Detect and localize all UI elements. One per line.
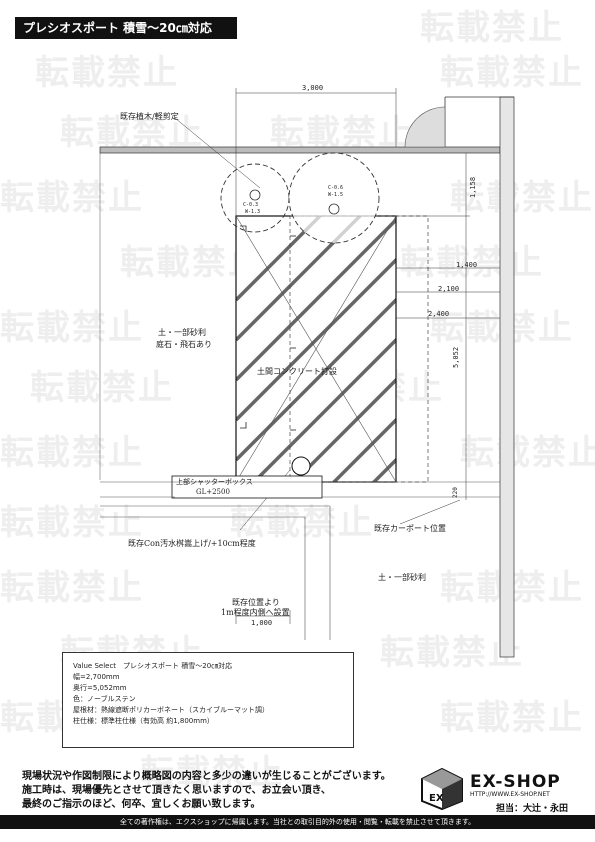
boundary-wall-top — [99, 146, 501, 154]
exshop-url: HTTP://WWW.EX-SHOP.NET — [470, 791, 550, 798]
tree2-size-b: W-1.5 — [328, 192, 344, 198]
dim-220: 220 — [452, 487, 459, 498]
spec-roof: 屋根材：熱線遮断ポリカーボネート（スカイブルーマット調） — [73, 706, 269, 714]
copyright-bar: 全ての著作権は、エクスショップに帰属します。当社との取引目的外の使用・閲覧・転載… — [0, 815, 595, 829]
exshop-cube-icon: EX — [421, 767, 463, 811]
label-gravel-right: 土・一部砂利 — [378, 573, 426, 582]
watermark: 転載禁止 — [0, 503, 144, 543]
watermark: 転載禁止 — [440, 53, 584, 93]
dim-1400: 1,400 — [456, 261, 478, 269]
dim-1158: 1,158 — [469, 176, 477, 198]
watermark: 転載禁止 — [400, 243, 544, 283]
label-gravel-left: 土・一部砂利 — [158, 328, 206, 337]
watermark: 転載禁止 — [0, 178, 144, 218]
watermark: 転載禁止 — [0, 308, 144, 348]
watermark: 転載禁止 — [460, 433, 595, 473]
label-manhole: 既存Con汚水桝嵩上げ/+10cm程度 — [128, 539, 256, 548]
label-existing-carport: 既存カーポート位置 — [374, 524, 446, 533]
footer-note: 現場状況や作図制限により概略図の内容と多少の違いが生じることがございます。 施工… — [22, 770, 391, 812]
label-gl: GL+2500 — [196, 488, 230, 496]
spec-color: 色：ノーブルステン — [73, 695, 136, 703]
watermark: 転載禁止 — [450, 178, 594, 218]
spec-post: 柱仕様：標準柱仕様（有効高 約1,800mm） — [73, 717, 214, 725]
svg-text:EX: EX — [429, 793, 444, 804]
watermark: 転載禁止 — [230, 503, 374, 543]
manhole — [291, 456, 311, 476]
exshop-logo: EX-SHOP — [470, 772, 561, 792]
watermark: 転載禁止 — [0, 433, 144, 473]
spec-box: Value Select プレシオスポート 積雪～20㎝対応 幅=2,700mm… — [62, 652, 354, 748]
label-relocate-2: 1m程度内側へ設置 — [221, 608, 290, 617]
dim-width-3000: 3,000 — [302, 84, 324, 92]
tree2-size-a: C-0.6 — [328, 185, 344, 191]
page-title: プレシオスポート 積雪～20㎝対応 — [15, 17, 237, 39]
tree1-size-b: W-1.3 — [245, 209, 261, 215]
watermark: 転載禁止 — [140, 753, 284, 793]
dim-2400: 2,400 — [428, 310, 450, 318]
watermark: 転載禁止 — [0, 568, 144, 608]
label-tree: 既存植木/軽剪定 — [120, 112, 179, 121]
footer-note-3: 最終のご指示のほど、何卒、宜しくお願い致します。 — [22, 799, 261, 810]
spec-depth: 奥行=5,052mm — [73, 684, 127, 692]
label-shutter-box: 上部シャッターボックス — [176, 478, 253, 486]
watermark: 転載禁止 — [30, 368, 174, 408]
footer-note-2: 施工時は、現場優先とさせて頂きたく思いますので、お立会い頂き、 — [22, 785, 331, 796]
watermark: 転載禁止 — [420, 8, 564, 48]
label-relocate-1: 既存位置より — [232, 598, 280, 607]
watermark: 転載禁止 — [60, 113, 204, 153]
spec-width: 幅=2,700mm — [73, 673, 120, 681]
watermark: 転載禁止 — [270, 113, 414, 153]
watermark: 転載禁止 — [440, 698, 584, 738]
label-garden-stones: 庭石・飛石あり — [156, 340, 212, 349]
tree1-size-a: C-0.3 — [243, 202, 259, 208]
watermark: 転載禁止 — [380, 633, 524, 673]
dim-2100: 2,100 — [438, 285, 460, 293]
boundary-wall-right — [499, 96, 515, 658]
spec-title: Value Select プレシオスポート 積雪～20㎝対応 — [73, 662, 233, 670]
label-concrete: 土間コンクリート打設 — [257, 367, 337, 376]
staff-in-charge: 担当：大辻・永田 — [496, 804, 569, 814]
watermark: 転載禁止 — [35, 53, 179, 93]
dim-1000: 1,000 — [251, 619, 273, 627]
dim-5052: 5,052 — [452, 346, 460, 368]
footer-note-1: 現場状況や作図制限により概略図の内容と多少の違いが生じることがございます。 — [22, 771, 391, 782]
gate-swing — [404, 106, 446, 148]
tree-circle-2 — [288, 152, 380, 244]
